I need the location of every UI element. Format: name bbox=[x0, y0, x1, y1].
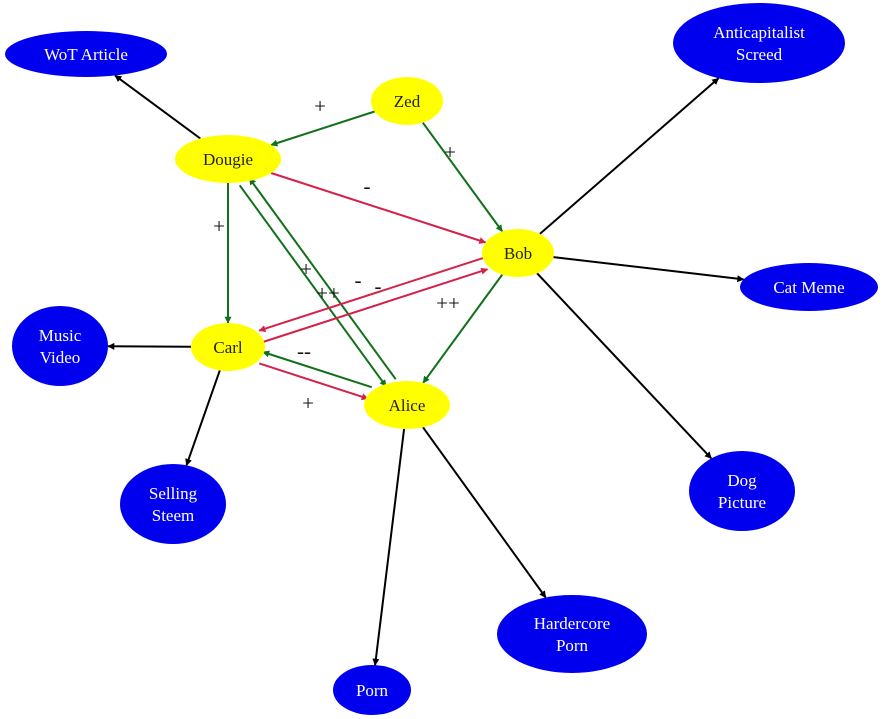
edge-label-0: + bbox=[314, 94, 326, 118]
node-anticap-label: Screed bbox=[736, 45, 783, 64]
edge-alice-to-dougie bbox=[248, 177, 397, 380]
edge-alice-to-carl bbox=[262, 350, 373, 389]
edge-alice-to-porn bbox=[372, 428, 406, 666]
node-bob-shape bbox=[482, 229, 554, 277]
node-dougie-shape bbox=[175, 135, 281, 183]
edge-labels: ++-++++--++--+ bbox=[213, 94, 460, 415]
edge-zed-to-dougie bbox=[270, 110, 375, 147]
node-carl[interactable]: Carl bbox=[191, 323, 265, 371]
node-porn-shape bbox=[333, 665, 411, 715]
edge-label-4: + bbox=[300, 257, 312, 281]
node-alice[interactable]: Alice bbox=[364, 381, 450, 429]
edge-bob-to-dog bbox=[536, 272, 713, 460]
edge-label-6: - bbox=[355, 268, 362, 292]
edge-label-7: - bbox=[375, 274, 382, 298]
node-dougie[interactable]: Dougie bbox=[175, 135, 281, 183]
edge-alice-to-hardporn bbox=[422, 426, 547, 599]
node-selling-label: Selling bbox=[149, 484, 198, 503]
edge-label-5: ++ bbox=[316, 281, 340, 305]
node-hardporn-label: Porn bbox=[556, 636, 589, 655]
node-wot-label: WoT Article bbox=[44, 45, 128, 64]
node-dog-shape bbox=[689, 451, 795, 531]
node-wot-shape bbox=[5, 31, 167, 77]
edge-label-1: + bbox=[444, 140, 456, 164]
node-wot[interactable]: WoT Article bbox=[5, 31, 167, 77]
node-bob[interactable]: Bob bbox=[482, 229, 554, 277]
node-porn[interactable]: Porn bbox=[333, 665, 411, 715]
edge-label-9: -- bbox=[297, 339, 311, 363]
node-anticap-label: Anticapitalist bbox=[713, 23, 805, 42]
node-hardporn-shape bbox=[497, 595, 647, 673]
node-zed[interactable]: Zed bbox=[371, 77, 443, 125]
edges bbox=[107, 74, 745, 666]
edge-label-2: - bbox=[364, 174, 371, 198]
edge-label-8: ++ bbox=[436, 291, 460, 315]
node-dog-label: Picture bbox=[718, 493, 766, 512]
node-music-label: Video bbox=[40, 348, 81, 367]
node-selling-label: Steem bbox=[152, 506, 195, 525]
edge-bob-to-anticap bbox=[539, 77, 720, 235]
edge-label-10: + bbox=[302, 391, 314, 415]
edge-carl-to-alice bbox=[258, 362, 369, 401]
edge-zed-to-bob bbox=[421, 122, 504, 232]
node-zed-label: Zed bbox=[394, 92, 421, 111]
edge-dougie-to-wot bbox=[114, 74, 201, 140]
node-catmeme-label: Cat Meme bbox=[773, 278, 844, 297]
node-zed-shape bbox=[371, 77, 443, 125]
node-dougie-label: Dougie bbox=[203, 150, 253, 169]
edge-bob-to-alice bbox=[422, 274, 504, 384]
node-carl-shape bbox=[191, 323, 265, 371]
node-music-shape bbox=[12, 306, 108, 386]
node-hardporn-label: Hardercore bbox=[534, 614, 610, 633]
node-catmeme-shape bbox=[740, 263, 878, 311]
node-dog-label: Dog bbox=[727, 471, 757, 490]
edge-label-3: + bbox=[213, 214, 225, 238]
edge-bob-to-catmeme bbox=[553, 256, 745, 283]
edge-carl-to-music bbox=[107, 342, 192, 350]
node-bob-label: Bob bbox=[504, 244, 532, 263]
edge-carl-to-selling bbox=[185, 370, 221, 466]
node-alice-label: Alice bbox=[389, 396, 426, 415]
node-anticap-shape bbox=[673, 3, 845, 83]
node-music-label: Music bbox=[39, 326, 82, 345]
node-porn-label: Porn bbox=[356, 681, 389, 700]
node-carl-label: Carl bbox=[213, 338, 243, 357]
edge-dougie-to-bob bbox=[270, 172, 487, 244]
edge-carl-to-bob bbox=[262, 267, 489, 343]
node-catmeme[interactable]: Cat Meme bbox=[740, 263, 878, 311]
node-alice-shape bbox=[364, 381, 450, 429]
edge-dougie-to-alice bbox=[238, 184, 387, 387]
edge-bob-to-carl bbox=[258, 256, 485, 332]
node-selling-shape bbox=[120, 464, 226, 544]
